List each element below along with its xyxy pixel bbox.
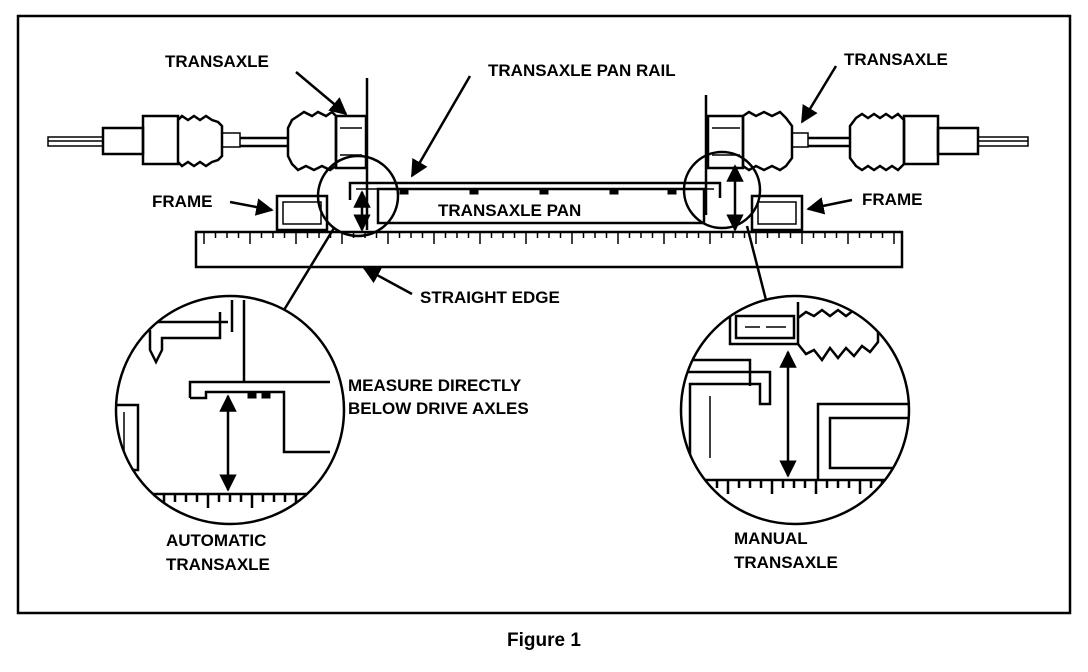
label-frame-right: FRAME <box>862 190 922 209</box>
leader-frame-left <box>229 198 274 216</box>
focus-circle-right <box>682 150 762 230</box>
label-straight-edge: STRAIGHT EDGE <box>420 288 560 307</box>
detail-automatic <box>114 294 346 526</box>
connector-left <box>282 227 336 311</box>
leader-pan-rail <box>410 75 472 178</box>
label-manual-line1: MANUAL <box>734 529 808 548</box>
focus-circle-left <box>316 154 400 238</box>
leader-frame-right <box>806 197 853 215</box>
right-drive-axle <box>704 95 1029 215</box>
connector-right <box>745 225 768 301</box>
leader-straight-edge <box>362 266 413 296</box>
figure-caption: Figure 1 <box>507 630 581 651</box>
straight-edge-ruler <box>194 230 904 269</box>
leader-transaxle-right <box>800 65 838 124</box>
figure-border <box>16 14 1072 615</box>
label-measure-line2: BELOW DRIVE AXLES <box>348 399 529 418</box>
label-transaxle-left: TRANSAXLE <box>165 52 269 71</box>
label-frame-left: FRAME <box>152 192 212 211</box>
label-automatic-line2: TRANSAXLE <box>166 555 270 574</box>
label-transaxle-right: TRANSAXLE <box>844 50 948 69</box>
transaxle-pan <box>376 187 706 225</box>
leader-transaxle-left <box>295 71 348 116</box>
label-measure-line1: MEASURE DIRECTLY <box>348 376 522 395</box>
detail-manual <box>679 294 911 526</box>
label-automatic-line1: AUTOMATIC <box>166 531 266 550</box>
label-pan-rail: TRANSAXLE PAN RAIL <box>488 61 676 80</box>
label-manual-line2: TRANSAXLE <box>734 553 838 572</box>
transaxle-pan-rail <box>348 181 722 200</box>
label-transaxle-pan: TRANSAXLE PAN <box>438 201 581 220</box>
